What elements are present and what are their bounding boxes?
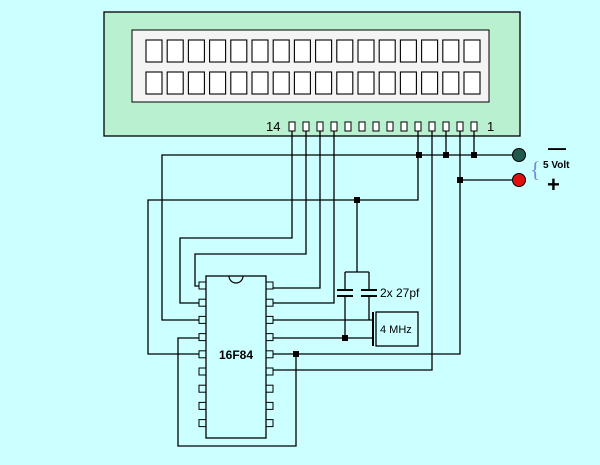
lcd-character-cell bbox=[399, 39, 417, 63]
junction-dot bbox=[354, 197, 360, 203]
wire-lcd-d4 bbox=[270, 131, 335, 304]
lcd-pin bbox=[456, 121, 464, 132]
lcd-character-cells bbox=[145, 39, 481, 95]
lcd-character-cell bbox=[209, 71, 227, 95]
wire-ground-to-oscillator bbox=[147, 155, 419, 355]
lcd-pin bbox=[400, 121, 408, 132]
minus-symbol: — bbox=[548, 138, 566, 158]
lcd-pin bbox=[428, 121, 436, 132]
plus-symbol: + bbox=[547, 172, 560, 197]
ic-label: 16F84 bbox=[219, 348, 253, 362]
lcd-character-cell bbox=[293, 39, 311, 63]
wire-lcd-d7 bbox=[179, 131, 293, 304]
lcd-pin bbox=[302, 121, 310, 132]
lcd-character-cell bbox=[209, 39, 227, 63]
lcd-module: 14 1 bbox=[103, 11, 521, 137]
wire-lcd-pin4-to-ic bbox=[270, 155, 433, 371]
microcontroller-16f84: 16F84 bbox=[198, 275, 274, 439]
lcd-character-cell bbox=[463, 71, 481, 95]
lcd-character-cell bbox=[251, 39, 269, 63]
wiring bbox=[147, 131, 519, 447]
lcd-character-cell bbox=[357, 71, 375, 95]
junction-dot bbox=[471, 152, 477, 158]
wire-lcd-d5 bbox=[270, 131, 321, 289]
capacitors-label: 2x 27pf bbox=[380, 286, 420, 300]
lcd-pin bbox=[316, 121, 324, 132]
ic-notch bbox=[228, 275, 244, 284]
crystal: 4 MHz bbox=[372, 311, 419, 347]
lcd-pin bbox=[372, 121, 380, 132]
crystal-label: 4 MHz bbox=[380, 324, 412, 336]
lcd-character-cell bbox=[421, 71, 439, 95]
ic-body bbox=[205, 275, 267, 439]
ic-pins bbox=[198, 281, 274, 428]
wire-lcd-d6 bbox=[194, 131, 307, 287]
positive-terminal bbox=[512, 173, 526, 187]
junction-dot bbox=[443, 152, 449, 158]
crystal-body bbox=[375, 311, 419, 347]
wire-bottom-loop bbox=[177, 337, 297, 447]
lcd-character-cell bbox=[442, 39, 460, 63]
lcd-character-cell bbox=[336, 71, 354, 95]
negative-terminal bbox=[512, 148, 526, 162]
junction-dot bbox=[416, 152, 422, 158]
lcd-character-cell bbox=[463, 39, 481, 63]
lcd-character-cell bbox=[442, 71, 460, 95]
lcd-character-cell bbox=[293, 71, 311, 95]
lcd-character-cell bbox=[378, 39, 396, 63]
wire-vcc-to-ic bbox=[270, 180, 461, 355]
lcd-character-cell bbox=[166, 39, 184, 63]
lcd-pin bbox=[344, 121, 352, 132]
lcd-character-cell bbox=[315, 39, 333, 63]
lcd-pin bbox=[414, 121, 422, 132]
power-supply: — { 5 Volt + bbox=[512, 138, 570, 197]
junction-dot bbox=[293, 351, 299, 357]
lcd-character-cell bbox=[230, 71, 248, 95]
lcd-character-cell bbox=[336, 39, 354, 63]
lcd-character-cell bbox=[145, 39, 163, 63]
lcd-character-cell bbox=[230, 39, 248, 63]
lcd-character-cell bbox=[399, 71, 417, 95]
lcd-pin bbox=[470, 121, 478, 132]
brace-symbol: { bbox=[530, 157, 541, 182]
lcd-character-cell bbox=[272, 71, 290, 95]
lcd-character-cell bbox=[272, 39, 290, 63]
lcd-character-cell bbox=[166, 71, 184, 95]
lcd-character-cell bbox=[187, 39, 205, 63]
lcd-pin-label-right: 1 bbox=[487, 119, 494, 134]
lcd-character-cell bbox=[145, 71, 163, 95]
capacitors: 2x 27pf bbox=[337, 286, 420, 300]
lcd-pin bbox=[386, 121, 394, 132]
wire-lcd-pin6-to-ic bbox=[161, 131, 419, 321]
lcd-character-cell bbox=[315, 71, 333, 95]
junction-dot bbox=[457, 177, 463, 183]
lcd-pin bbox=[288, 121, 296, 132]
lcd-character-cell bbox=[378, 71, 396, 95]
supply-label: 5 Volt bbox=[543, 160, 570, 171]
junctions bbox=[293, 152, 477, 357]
lcd-pin bbox=[442, 121, 450, 132]
lcd-character-cell bbox=[251, 71, 269, 95]
lcd-character-cell bbox=[357, 39, 375, 63]
lcd-pin bbox=[358, 121, 366, 132]
lcd-pin-header bbox=[288, 121, 478, 132]
lcd-pin bbox=[330, 121, 338, 132]
lcd-character-cell bbox=[187, 71, 205, 95]
lcd-character-cell bbox=[421, 39, 439, 63]
lcd-pin-label-left: 14 bbox=[266, 119, 280, 134]
junction-dot bbox=[342, 335, 348, 341]
